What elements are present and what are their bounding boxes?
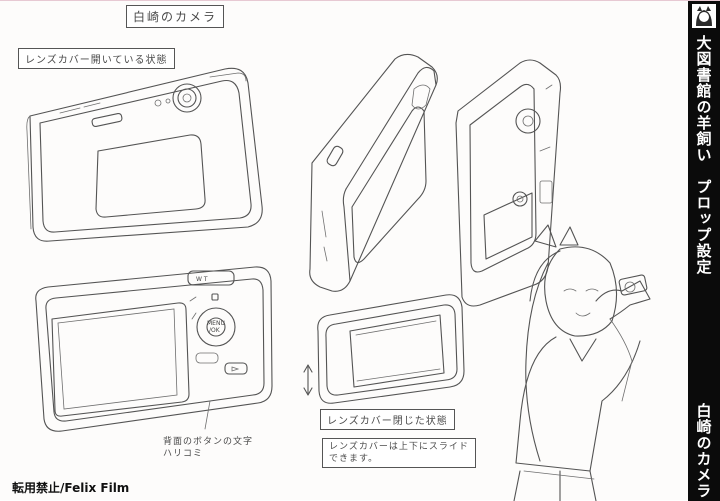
prop-name: 白崎のカメラ (694, 403, 713, 499)
camera-front-closed-sketch (303, 294, 465, 404)
wt-button-label: W T (196, 276, 208, 283)
title-sidebar: 大図書館の羊飼い プロップ設定 白崎のカメラ (688, 1, 720, 501)
game-prop-title: 大図書館の羊飼い プロップ設定 (694, 35, 713, 275)
character-avatar-icon (692, 4, 716, 28)
character-with-camera-sketch (513, 224, 651, 501)
camera-sketches: W T MENU /OK (26, 53, 651, 501)
menu-button-label: MENU (207, 320, 225, 327)
note-pointer-line (204, 400, 211, 430)
label-lens-cover-open: レンズカバー開いている状態 (18, 48, 175, 69)
label-lens-cover-closed: レンズカバー閉じた状態 (320, 409, 455, 430)
camera-back-sketch: W T MENU /OK (35, 266, 273, 432)
copyright-footer: 転用禁止/Felix Film (12, 481, 130, 495)
note-back-buttons: 背面のボタンの文字 ハリコミ (163, 437, 254, 459)
camera-side-angle-sketch (309, 53, 438, 292)
ok-button-label: /OK (209, 327, 221, 334)
sheet-title: 白崎のカメラ (126, 5, 225, 28)
camera-front-open-sketch (26, 67, 263, 242)
note-lens-slide: レンズカバーは上下にスライド できます。 (322, 438, 476, 468)
